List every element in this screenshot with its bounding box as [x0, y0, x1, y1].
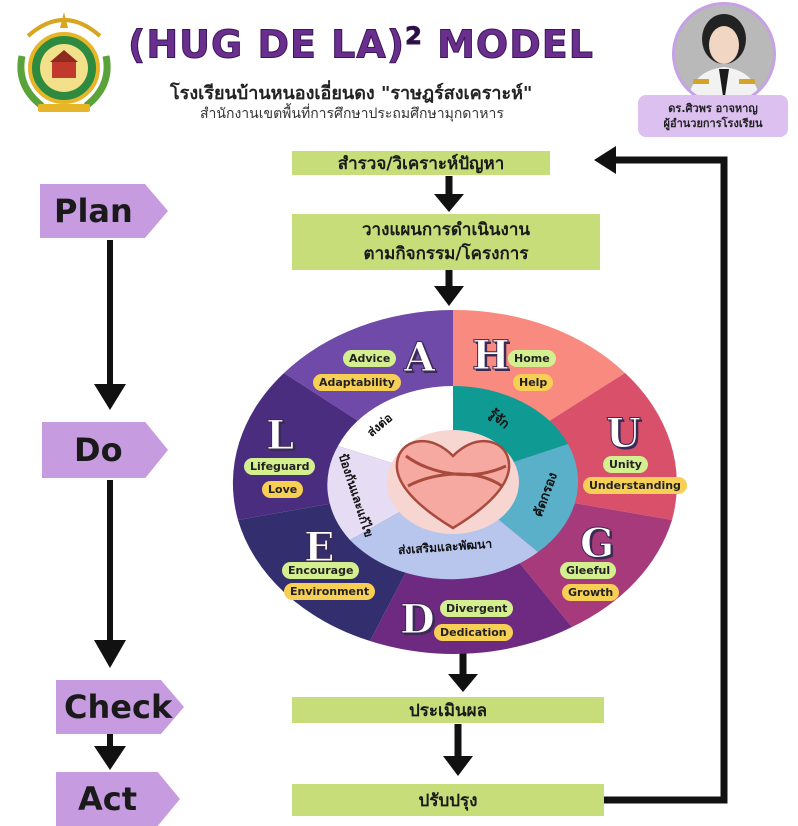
word-unity: Unity	[603, 456, 648, 473]
letter-d: D	[400, 596, 436, 644]
pdca-check: Check	[56, 680, 184, 734]
letter-h: H	[472, 332, 511, 380]
step-evaluate: ประเมินผล	[292, 697, 604, 723]
word-home: Home	[508, 350, 556, 367]
word-understanding: Understanding	[583, 477, 687, 494]
director-photo	[672, 2, 776, 106]
word-encourage: Encourage	[282, 562, 360, 579]
title-superscript: 2	[405, 22, 423, 51]
word-advice: Advice	[343, 350, 397, 367]
step-survey: สำรวจ/วิเคราะห์ปัญหา	[292, 151, 550, 175]
word-divergent: Divergent	[440, 600, 514, 617]
letter-u: U	[606, 410, 642, 458]
word-growth: Growth	[562, 584, 620, 601]
school-name: โรงเรียนบ้านหนองเอี่ยนดง "ราษฎร์สงเคราะห…	[170, 83, 533, 104]
pdca-do: Do	[42, 422, 168, 478]
letter-a: A	[403, 334, 436, 382]
word-help: Help	[513, 374, 554, 391]
director-title: ผู้อำนวยการโรงเรียน	[663, 117, 763, 130]
word-environment: Environment	[284, 583, 376, 600]
pdca-plan: Plan	[40, 184, 168, 238]
word-love: Love	[262, 481, 304, 498]
letter-l: L	[265, 412, 295, 460]
page-title: (HUG DE LA)2 MODEL	[127, 22, 594, 68]
director-name: ดร.ศิวพร อาจหาญ	[668, 102, 758, 115]
word-dedication: Dedication	[434, 624, 513, 641]
school-logo	[17, 12, 111, 112]
step-plan-line1: วางแผนการดำเนินงาน	[361, 220, 530, 240]
step-improve: ปรับปรุง	[292, 784, 604, 816]
step-plan-line2: ตามกิจกรรม/โครงการ	[363, 244, 529, 264]
hug-heart-icon	[395, 439, 511, 530]
pdca-arrows	[94, 240, 126, 770]
word-lifeguard: Lifeguard	[244, 458, 316, 475]
word-adaptability: Adaptability	[313, 374, 401, 391]
step-plan: วางแผนการดำเนินงาน ตามกิจกรรม/โครงการ	[292, 214, 600, 270]
word-gleeful: Gleeful	[560, 562, 617, 579]
pdca-act: Act	[56, 772, 180, 826]
letter-g: G	[579, 520, 615, 568]
office-name: สำนักงานเขตพื้นที่การศึกษาประถมศึกษามุกด…	[200, 106, 504, 122]
director-namebox: ดร.ศิวพร อาจหาญ ผู้อำนวยการโรงเรียน	[638, 95, 788, 137]
